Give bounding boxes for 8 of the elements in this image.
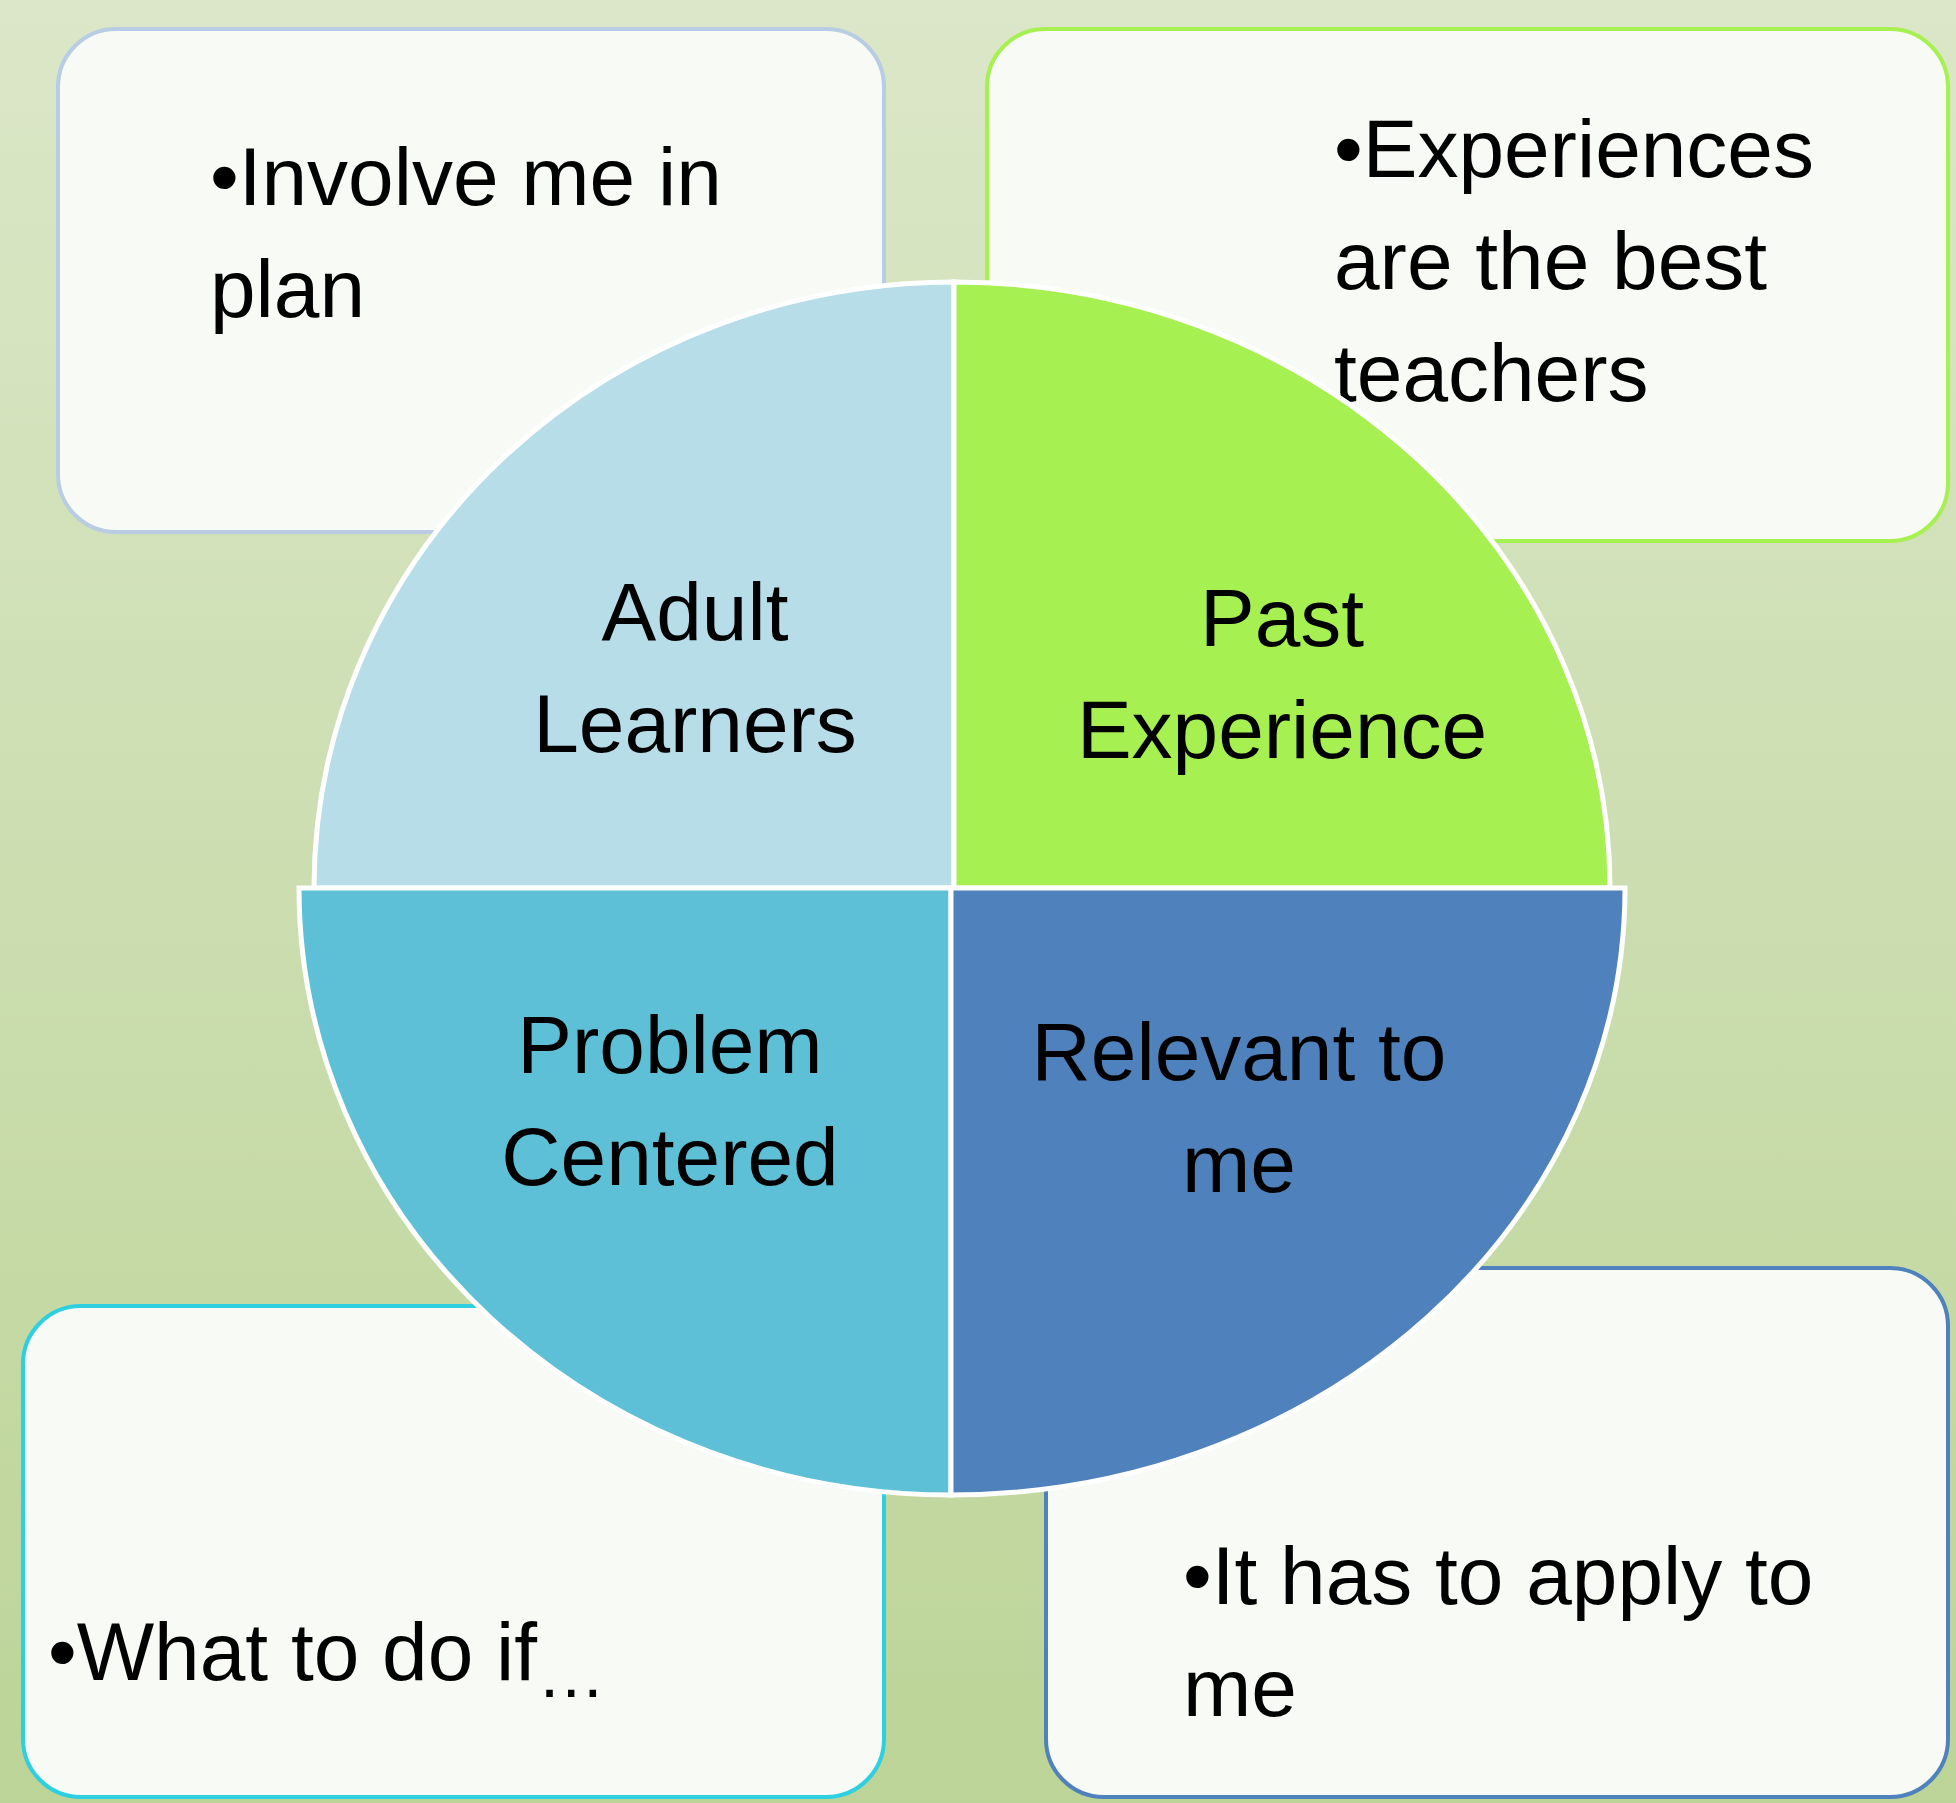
- bullet-text: •What to do if$_{…}$: [48, 1605, 607, 1714]
- segment-label: Problem Centered: [500, 998, 840, 1204]
- segment-label: Relevant to me: [1030, 1005, 1448, 1211]
- bullet-text: •Experiences are the best teachers: [1334, 102, 1815, 420]
- segment-label: Past Experience: [1075, 571, 1489, 777]
- bullet-text: •Involve me in plan: [210, 130, 723, 336]
- bullet-text: •It has to apply to me: [1183, 1529, 1815, 1735]
- segment-label: Adult Learners: [532, 565, 858, 771]
